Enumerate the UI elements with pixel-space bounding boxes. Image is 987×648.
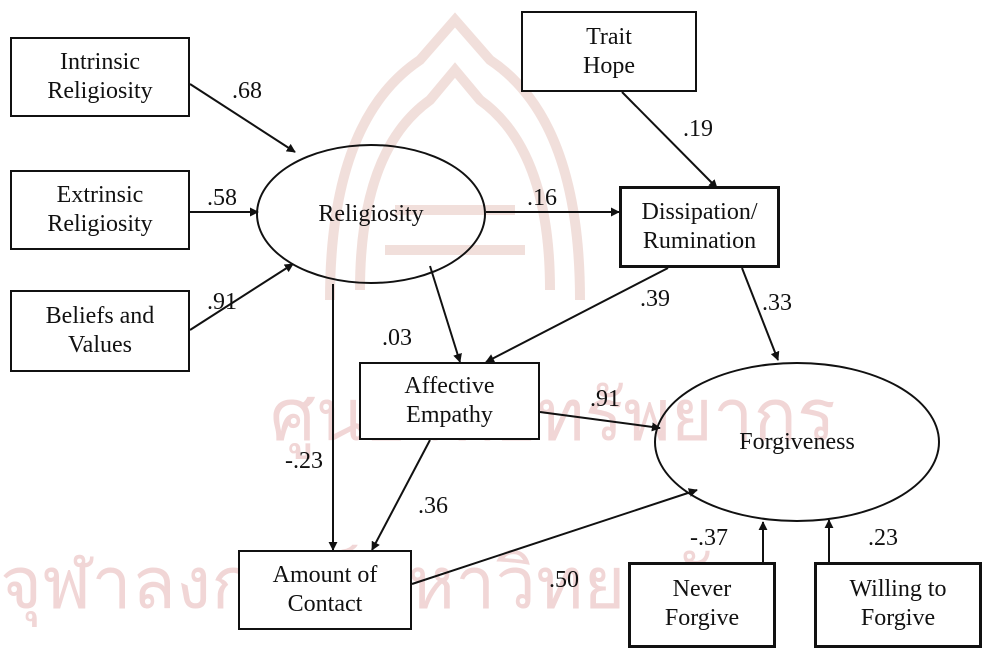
node-hope-line2: Hope <box>583 52 635 79</box>
node-beliefs-line1: Beliefs and <box>45 303 155 329</box>
node-contact-line1: Amount of <box>272 562 378 588</box>
node-extrinsic-line1: Extrinsic <box>56 182 144 208</box>
node-beliefs-line2: Values <box>68 332 132 358</box>
node-forgiveness: Forgiveness <box>654 362 940 522</box>
coef-hope-dissipation: .19 <box>683 116 713 142</box>
node-never-line1: Never <box>672 576 732 602</box>
node-willing-to-forgive: Willing to Forgive <box>814 562 982 648</box>
node-hope-line1: Trait <box>586 23 632 50</box>
coef-religiosity-contact: -.23 <box>285 448 323 474</box>
arrow-religiosity-affective <box>429 265 462 363</box>
node-intrinsic-line2: Religiosity <box>47 78 153 104</box>
arrow-beliefs-religiosity <box>189 263 294 331</box>
node-dissipation-rumination: Dissipation/ Rumination <box>619 186 780 268</box>
arrow-contact-forgiveness <box>411 488 698 585</box>
coef-religiosity-affective: .03 <box>382 325 412 351</box>
node-forgiveness-label: Forgiveness <box>739 428 855 455</box>
node-extrinsic-religiosity: Extrinsic Religiosity <box>10 170 190 250</box>
arrow-intrinsic-religiosity <box>189 83 296 153</box>
node-amount-of-contact: Amount of Contact <box>238 550 412 630</box>
node-willing-line2: Forgive <box>860 605 936 631</box>
node-never-forgive: Never Forgive <box>628 562 776 648</box>
node-beliefs-and-values: Beliefs and Values <box>10 290 190 372</box>
coef-affective-forgiveness: .91 <box>590 386 620 412</box>
node-intrinsic-religiosity: Intrinsic Religiosity <box>10 37 190 117</box>
node-religiosity: Religiosity <box>256 144 486 284</box>
coef-affective-contact: .36 <box>418 493 448 519</box>
coef-willing-forgiveness: .23 <box>868 525 898 551</box>
arrow-dissipation-forgiveness <box>741 267 780 361</box>
coef-contact-forgiveness: .50 <box>549 567 579 593</box>
node-dissipation-line1: Dissipation/ <box>641 199 758 225</box>
node-affective-empathy: Affective Empathy <box>359 362 540 440</box>
arrow-hope-dissipation <box>621 91 718 189</box>
node-affective-line2: Empathy <box>406 402 493 428</box>
node-affective-line1: Affective <box>404 373 495 399</box>
coef-dissipation-forgiveness: .33 <box>762 290 792 316</box>
coef-never-forgiveness: -.37 <box>690 525 728 551</box>
coef-dissipation-affective: .39 <box>640 286 670 312</box>
arrow-dissipation-affective <box>485 267 669 363</box>
coef-intrinsic-religiosity: .68 <box>232 78 262 104</box>
node-trait-hope: Trait Hope <box>521 11 697 92</box>
node-extrinsic-line2: Religiosity <box>47 211 153 237</box>
arrow-affective-contact <box>371 439 431 551</box>
coef-beliefs-religiosity: .91 <box>207 289 237 315</box>
node-intrinsic-line1: Intrinsic <box>60 49 140 75</box>
node-willing-line1: Willing to <box>849 576 947 602</box>
node-dissipation-line2: Rumination <box>642 228 757 254</box>
coef-religiosity-dissipation: .16 <box>527 185 557 211</box>
node-religiosity-label: Religiosity <box>318 200 424 227</box>
node-contact-line2: Contact <box>287 591 363 617</box>
coef-extrinsic-religiosity: .58 <box>207 185 237 211</box>
arrow-affective-forgiveness <box>539 411 661 432</box>
node-never-line2: Forgive <box>664 605 740 631</box>
